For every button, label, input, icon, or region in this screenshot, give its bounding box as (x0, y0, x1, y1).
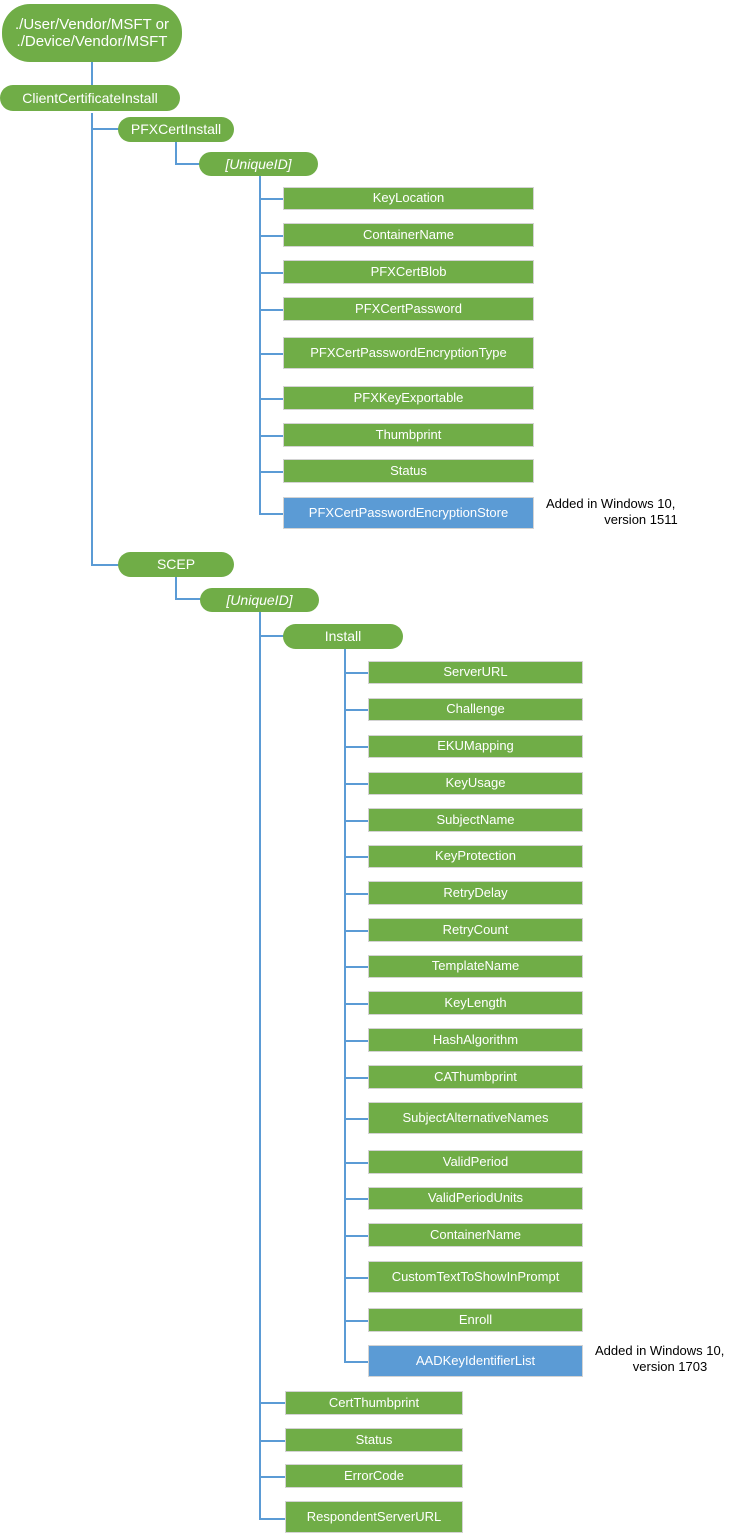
connector-install-child-9 (344, 1003, 370, 1005)
connector-install-child-14 (344, 1198, 370, 1200)
node-install-ekumapping[interactable]: EKUMapping (368, 735, 583, 758)
connector-scep-child-certthumbprint (259, 1402, 285, 1404)
node-pfxcertinstall[interactable]: PFXCertInstall (118, 117, 234, 142)
node-pfx-uniqueid[interactable]: [UniqueID] (199, 152, 318, 176)
connector-pfx-uniqueid-spine (259, 176, 261, 514)
node-install-subjectalternativenames[interactable]: SubjectAlternativeNames (368, 1102, 583, 1134)
node-install-keyprotection[interactable]: KeyProtection (368, 845, 583, 868)
connector-scep-child-status (259, 1440, 285, 1442)
connector-pfxcertinstall-drop (175, 142, 177, 164)
node-install-cathumbprint[interactable]: CAThumbprint (368, 1065, 583, 1089)
connector-root-to-clientcertificateinstall (91, 62, 93, 90)
connector-to-scep (91, 564, 120, 566)
node-install-hashalgorithm[interactable]: HashAlgorithm (368, 1028, 583, 1052)
node-pfx-containername[interactable]: ContainerName (283, 223, 534, 247)
node-install-serverurl[interactable]: ServerURL (368, 661, 583, 684)
annotation-scep-added-in: Added in Windows 10, version 1703 (595, 1343, 745, 1376)
connector-install-child-15 (344, 1235, 370, 1237)
node-root-path[interactable]: ./User/Vendor/MSFT or ./Device/Vendor/MS… (2, 4, 182, 62)
connector-to-pfxcertinstall (91, 128, 120, 130)
connector-scep-drop (175, 577, 177, 599)
connector-install-child-16 (344, 1277, 370, 1279)
connector-scep-uniqueid-spine (259, 612, 261, 1519)
node-install-customtexttoshowinprompt[interactable]: CustomTextToShowInPrompt (368, 1261, 583, 1293)
node-install-challenge[interactable]: Challenge (368, 698, 583, 721)
connector-scep-to-install (259, 635, 284, 637)
node-scep-install[interactable]: Install (283, 624, 403, 649)
connector-install-child-10 (344, 1040, 370, 1042)
node-install-validperiodunits[interactable]: ValidPeriodUnits (368, 1187, 583, 1210)
connector-install-child-12 (344, 1118, 370, 1120)
connector-install-spine (344, 648, 346, 1363)
connector-pfx-child-6 (259, 435, 284, 437)
connector-pfx-child-0 (259, 198, 284, 200)
node-scep-errorcode[interactable]: ErrorCode (285, 1464, 463, 1488)
node-clientcertificateinstall[interactable]: ClientCertificateInstall (0, 85, 180, 111)
node-install-containername[interactable]: ContainerName (368, 1223, 583, 1247)
node-install-keylength[interactable]: KeyLength (368, 991, 583, 1015)
connector-pfxcertinstall-to-uniqueid (175, 163, 200, 165)
root-path-line1: ./User/Vendor/MSFT or (15, 15, 169, 33)
node-pfx-pfxcertblob[interactable]: PFXCertBlob (283, 260, 534, 284)
node-install-subjectname[interactable]: SubjectName (368, 808, 583, 832)
connector-pfx-child-3 (259, 309, 284, 311)
node-install-enroll[interactable]: Enroll (368, 1308, 583, 1332)
connector-pfx-child-1 (259, 235, 284, 237)
node-install-templatename[interactable]: TemplateName (368, 955, 583, 978)
connector-scep-child-errorcode (259, 1476, 285, 1478)
node-pfx-pfxcertpasswordencryptiontype[interactable]: PFXCertPasswordEncryptionType (283, 337, 534, 369)
connector-install-child-4 (344, 820, 370, 822)
connector-install-child-2 (344, 746, 370, 748)
annotation-pfx-line2: version 1511 (604, 512, 678, 528)
node-install-aadkeyidentifierlist[interactable]: AADKeyIdentifierList (368, 1345, 583, 1377)
connector-install-child-6 (344, 893, 370, 895)
node-scep-respondentserverurl[interactable]: RespondentServerURL (285, 1501, 463, 1533)
connector-install-child-18 (344, 1361, 370, 1363)
annotation-pfx-added-in: Added in Windows 10, version 1511 (546, 496, 736, 529)
connector-scep-child-respondentserverurl (259, 1518, 285, 1520)
annotation-pfx-line1: Added in Windows 10, (546, 496, 676, 511)
root-path-line2: ./Device/Vendor/MSFT (16, 33, 168, 50)
connector-pfx-child-5 (259, 398, 284, 400)
connector-install-child-0 (344, 672, 370, 674)
node-scep-uniqueid[interactable]: [UniqueID] (200, 588, 319, 612)
annotation-scep-line2: version 1703 (632, 1359, 708, 1375)
node-install-retrydelay[interactable]: RetryDelay (368, 881, 583, 905)
annotation-scep-line1: Added in Windows 10, (595, 1343, 725, 1358)
node-pfx-pfxcertpasswordencryptionstore[interactable]: PFXCertPasswordEncryptionStore (283, 497, 534, 529)
node-scep-status[interactable]: Status (285, 1428, 463, 1452)
connector-install-child-11 (344, 1077, 370, 1079)
connector-install-child-5 (344, 856, 370, 858)
connector-pfx-child-8 (259, 513, 284, 515)
node-scep[interactable]: SCEP (118, 552, 234, 577)
node-pfx-thumbprint[interactable]: Thumbprint (283, 423, 534, 447)
connector-scep-to-uniqueid (175, 598, 201, 600)
connector-pfx-child-2 (259, 272, 284, 274)
connector-install-child-8 (344, 966, 370, 968)
node-pfx-status[interactable]: Status (283, 459, 534, 483)
node-pfx-pfxkeyexportable[interactable]: PFXKeyExportable (283, 386, 534, 410)
connector-clientcertificateinstall-spine (91, 113, 93, 566)
node-install-keyusage[interactable]: KeyUsage (368, 772, 583, 795)
node-install-retrycount[interactable]: RetryCount (368, 918, 583, 942)
node-scep-certthumbprint[interactable]: CertThumbprint (285, 1391, 463, 1415)
node-pfx-pfxcertpassword[interactable]: PFXCertPassword (283, 297, 534, 321)
node-pfx-keylocation[interactable]: KeyLocation (283, 187, 534, 210)
connector-pfx-child-4 (259, 353, 284, 355)
node-install-validperiod[interactable]: ValidPeriod (368, 1150, 583, 1174)
connector-pfx-child-7 (259, 471, 284, 473)
connector-install-child-7 (344, 930, 370, 932)
connector-install-child-17 (344, 1320, 370, 1322)
connector-install-child-13 (344, 1162, 370, 1164)
connector-install-child-1 (344, 709, 370, 711)
connector-install-child-3 (344, 783, 370, 785)
